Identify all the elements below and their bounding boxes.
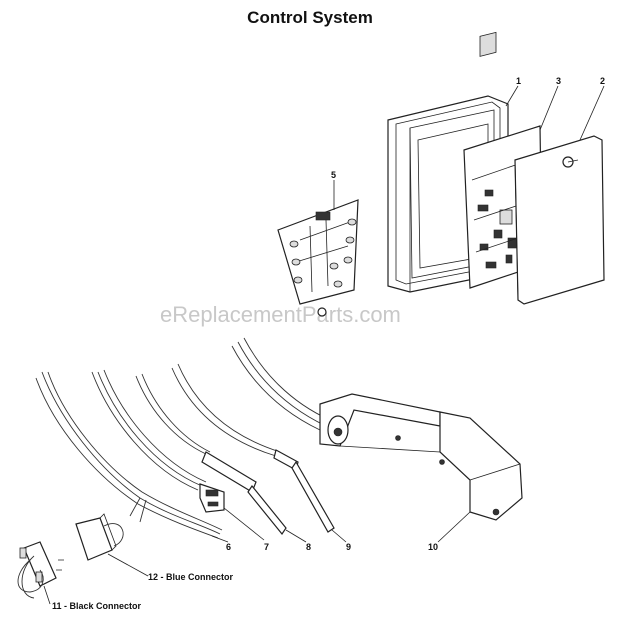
part-6-wire-harness	[35, 371, 223, 539]
callout-3: 3	[556, 76, 561, 86]
callout-11: 11 - Black Connector	[52, 601, 142, 611]
part-11-black-connector	[17, 541, 64, 599]
part-9-thermistor	[171, 363, 335, 533]
callout-5: 5	[331, 170, 336, 180]
part-12-blue-connector	[75, 513, 124, 561]
part-7-connector	[91, 369, 225, 513]
diagram-title: Control System	[247, 8, 373, 27]
callout-10: 10	[428, 542, 438, 552]
part-5-terminal-board	[277, 199, 359, 317]
callout-2: 2	[600, 76, 605, 86]
callout-7: 7	[264, 542, 269, 552]
callout-6: 6	[226, 542, 231, 552]
callout-1: 1	[516, 76, 521, 86]
part-10-handle-bracket	[231, 337, 523, 521]
callout-leaders	[43, 85, 605, 605]
part-2-cover-plate	[514, 135, 605, 305]
watermark: eReplacementParts.com	[160, 302, 401, 327]
callout-8: 8	[306, 542, 311, 552]
callout-12: 12 - Blue Connector	[148, 572, 234, 582]
callout-9: 9	[346, 542, 351, 552]
part-8-sensor	[135, 373, 287, 536]
